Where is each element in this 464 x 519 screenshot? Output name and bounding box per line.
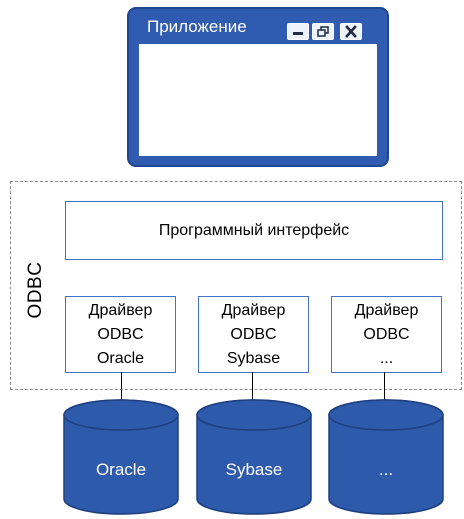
driver-box-oracle: Драйвер ODBC Oracle — [65, 296, 176, 373]
api-label: Программный интерфейс — [158, 221, 350, 239]
database-oracle: Oracle — [62, 398, 180, 516]
driver-label-line: Oracle — [96, 349, 145, 367]
application-window: Приложение — [127, 7, 389, 167]
close-icon — [340, 23, 362, 40]
minimize-icon — [287, 23, 309, 40]
application-title: Приложение — [147, 17, 247, 36]
driver-box-other: Драйвер ODBC ... — [331, 296, 442, 373]
api-box: Программный интерфейс — [65, 201, 443, 260]
driver-label-line: Драйвер — [221, 301, 286, 319]
database-label: Oracle — [95, 460, 147, 479]
restore-icon — [312, 23, 334, 40]
database-label: Sybase — [225, 460, 283, 479]
odbc-group-label: ODBC — [25, 261, 46, 319]
application-client-area — [139, 44, 377, 156]
driver-box-sybase: Драйвер ODBC Sybase — [198, 296, 309, 373]
driver-label-line: ... — [379, 349, 394, 367]
database-cylinder-icon — [63, 399, 179, 515]
driver-label-line: Sybase — [226, 349, 281, 367]
database-other: ... — [327, 398, 445, 516]
database-cylinder-icon — [196, 399, 312, 515]
driver-label-line: Драйвер — [354, 301, 419, 319]
driver-label-line: ODBC — [97, 325, 144, 343]
database-cylinder-icon — [328, 399, 444, 515]
database-sybase: Sybase — [195, 398, 313, 516]
connector-line — [252, 372, 253, 406]
database-label: ... — [378, 460, 394, 479]
odbc-group-boundary — [10, 181, 462, 390]
driver-label-line: ODBC — [363, 325, 410, 343]
driver-label-line: ODBC — [230, 325, 277, 343]
driver-label-line: Драйвер — [88, 301, 153, 319]
connector-line — [121, 372, 122, 406]
connector-line — [384, 372, 385, 406]
